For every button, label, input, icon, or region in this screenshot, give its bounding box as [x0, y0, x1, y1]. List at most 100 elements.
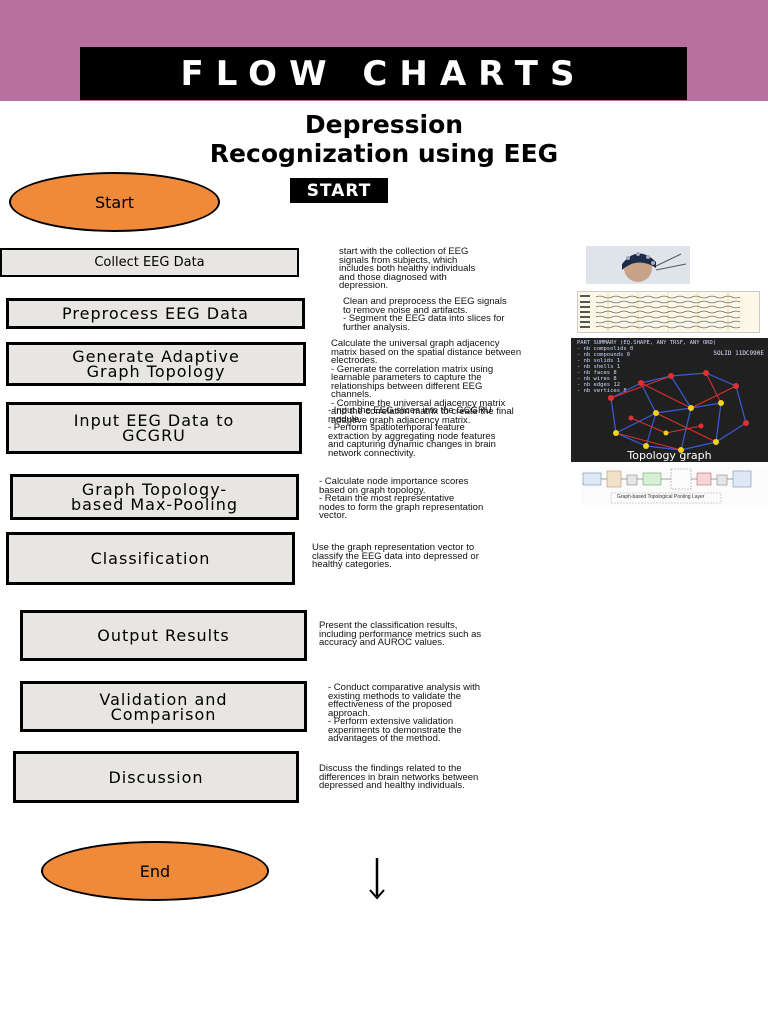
- step-label-line-2: based Max-Pooling: [70, 495, 239, 514]
- step-input-eeg-data-to-gcgru: Input EEG Data to GCGRU: [6, 402, 302, 454]
- description-line: - Segment the EEG data into slices for: [343, 313, 505, 324]
- step-label: Output Results: [97, 626, 230, 645]
- description-line: signals from subjects, which: [339, 254, 458, 266]
- topology-summary-line: - nb solids 1: [577, 358, 621, 364]
- description-line: nodes to form the graph representation: [319, 501, 484, 513]
- description-line: experiments to demonstrate the: [328, 724, 462, 736]
- description-line: - Perform spatiotemporal feature: [328, 422, 465, 433]
- step-description-classification: Use the graph representation vector to c…: [312, 542, 542, 570]
- description-line: - Conduct comparative analysis with: [328, 682, 481, 693]
- description-line: accuracy and AUROC values.: [319, 637, 445, 648]
- description-line: channels.: [331, 389, 372, 400]
- description-line: learnable parameters to capture the: [331, 372, 482, 383]
- description-line: module.: [328, 413, 362, 425]
- pooling-layer-diagram: Graph-based Topological Pooling Layer: [581, 467, 768, 505]
- description-line: extraction by aggregating node features: [328, 430, 496, 442]
- step-label: Classification: [90, 549, 211, 568]
- step-description-generate-topology: Calculate the universal graph adjacency …: [331, 338, 567, 426]
- step-description-discussion: Discuss the findings related to the diff…: [319, 763, 549, 791]
- description-line: adaptive graph adjacency matrix.: [331, 414, 471, 426]
- description-line: classify the EEG data into depressed or: [312, 550, 479, 562]
- topology-caption: Topology graph: [627, 449, 712, 462]
- description-line: and capturing dynamic changes in brain: [328, 439, 496, 450]
- description-line: relationships between different EEG: [331, 380, 483, 392]
- start-terminal: Start: [9, 172, 220, 232]
- step-graph-topology-max-pooling: Graph Topology- based Max-Pooling: [10, 474, 299, 520]
- step-description-validation: - Conduct comparative analysis with exis…: [328, 682, 548, 744]
- step-collect-eeg-data: Collect EEG Data: [0, 248, 299, 277]
- description-line: based on graph topology.: [319, 484, 426, 496]
- description-line: vector.: [319, 510, 347, 521]
- pooling-caption: Graph-based Topological Pooling Layer: [617, 494, 705, 500]
- description-line: Clean and preprocess the EEG signals: [343, 296, 507, 307]
- step-label-line-1: Input EEG Data to: [73, 411, 235, 430]
- step-description-gcgru: - Input the EEG slices into the GCGRU mo…: [328, 405, 558, 459]
- step-label: Discussion: [108, 767, 204, 787]
- page-title: FLOW CHARTS: [80, 47, 687, 100]
- step-label: Collect EEG Data: [94, 255, 205, 270]
- step-label-line-1: Generate Adaptive: [72, 347, 240, 366]
- step-discussion: Discussion: [13, 751, 299, 803]
- description-line: healthy categories.: [312, 559, 392, 570]
- end-label: End: [139, 861, 171, 881]
- subtitle: Depression Recognization using EEG: [0, 110, 768, 168]
- step-label-line-2: Comparison: [110, 704, 217, 724]
- topology-summary-line: PART SUMMARY (EQ.SHAPE, ANY TRSF, ANY OR…: [577, 340, 717, 346]
- description-line: - Calculate node importance scores: [319, 476, 469, 487]
- eeg-cap-photo: [586, 246, 690, 284]
- step-classification: Classification: [6, 532, 295, 585]
- step-description-collect: start with the collection of EEG signals…: [339, 246, 559, 291]
- start-badge: START: [290, 178, 388, 203]
- description-line: depression.: [339, 280, 389, 291]
- topology-summary-line: - nb vertices 8: [577, 388, 627, 394]
- topology-solid-label: SOLID 11DC990E: [713, 350, 764, 357]
- step-preprocess-eeg-data: Preprocess EEG Data: [6, 298, 305, 329]
- description-line: matrix based on the spatial distance bet…: [331, 346, 522, 358]
- step-description-output: Present the classification results, incl…: [319, 620, 549, 648]
- description-line: Calculate the universal graph adjacency: [331, 338, 500, 349]
- topology-summary-line: - nb compounds 0: [577, 352, 630, 358]
- step-validation-and-comparison: Validation and Comparison: [20, 681, 307, 732]
- description-line: - Generate the correlation matrix using: [331, 363, 494, 375]
- description-line: - Perform extensive validation: [328, 716, 454, 727]
- subtitle-line-1: Depression: [304, 110, 464, 139]
- topology-summary-line: - nb faces 8: [577, 370, 617, 376]
- down-arrow-icon: [369, 858, 385, 900]
- start-label: Start: [94, 192, 135, 212]
- description-line: effectiveness of the proposed: [328, 699, 452, 710]
- step-description-max-pooling: - Calculate node importance scores based…: [319, 476, 549, 521]
- eeg-signal-traces: [577, 291, 760, 333]
- topology-summary-line: - nb edges 12: [577, 382, 621, 388]
- description-line: - Retain the most representative: [319, 493, 455, 504]
- step-description-preprocess: Clean and preprocess the EEG signals to …: [343, 296, 563, 333]
- subtitle-line-2: Recognization using EEG: [209, 139, 559, 168]
- description-line: including performance metrics such as: [319, 628, 482, 640]
- step-output-results: Output Results: [20, 610, 307, 661]
- topology-summary-line: - nb wires 8: [577, 376, 617, 382]
- step-generate-adaptive-graph-topology: Generate Adaptive Graph Topology: [6, 342, 306, 386]
- end-terminal: End: [41, 841, 269, 901]
- topology-summary-line: - nb shells 1: [577, 364, 621, 370]
- description-line: Use the graph representation vector to: [312, 542, 475, 553]
- step-label-line-2: Graph Topology: [86, 362, 226, 381]
- description-line: and those diagnosed with: [339, 271, 447, 283]
- description-line: to remove noise and artifacts.: [343, 304, 468, 316]
- description-line: advantages of the method.: [328, 733, 441, 744]
- topology-summary-line: - nb compsolids 0: [577, 346, 634, 352]
- description-line: existing methods to validate the: [328, 690, 462, 702]
- description-line: network connectivity.: [328, 447, 416, 459]
- description-line: electrodes.: [331, 355, 378, 366]
- step-label: Preprocess EEG Data: [62, 304, 249, 323]
- description-line: Discuss the findings related to the: [319, 763, 462, 774]
- description-line: and the correlation matrix to create the…: [331, 406, 514, 417]
- description-line: differences in brain networks between: [319, 771, 479, 783]
- description-line: Present the classification results,: [319, 620, 458, 631]
- description-line: depressed and healthy individuals.: [319, 780, 465, 791]
- description-line: start with the collection of EEG: [339, 246, 469, 257]
- description-line: - Combine the universal adjacency matrix: [331, 397, 506, 409]
- step-label-line-1: Validation and: [99, 689, 228, 709]
- step-label-line-2: GCGRU: [122, 426, 186, 445]
- description-line: further analysis.: [343, 321, 411, 333]
- description-line: - Input the EEG slices into the GCGRU: [328, 405, 492, 416]
- step-label-line-1: Graph Topology-: [81, 480, 228, 499]
